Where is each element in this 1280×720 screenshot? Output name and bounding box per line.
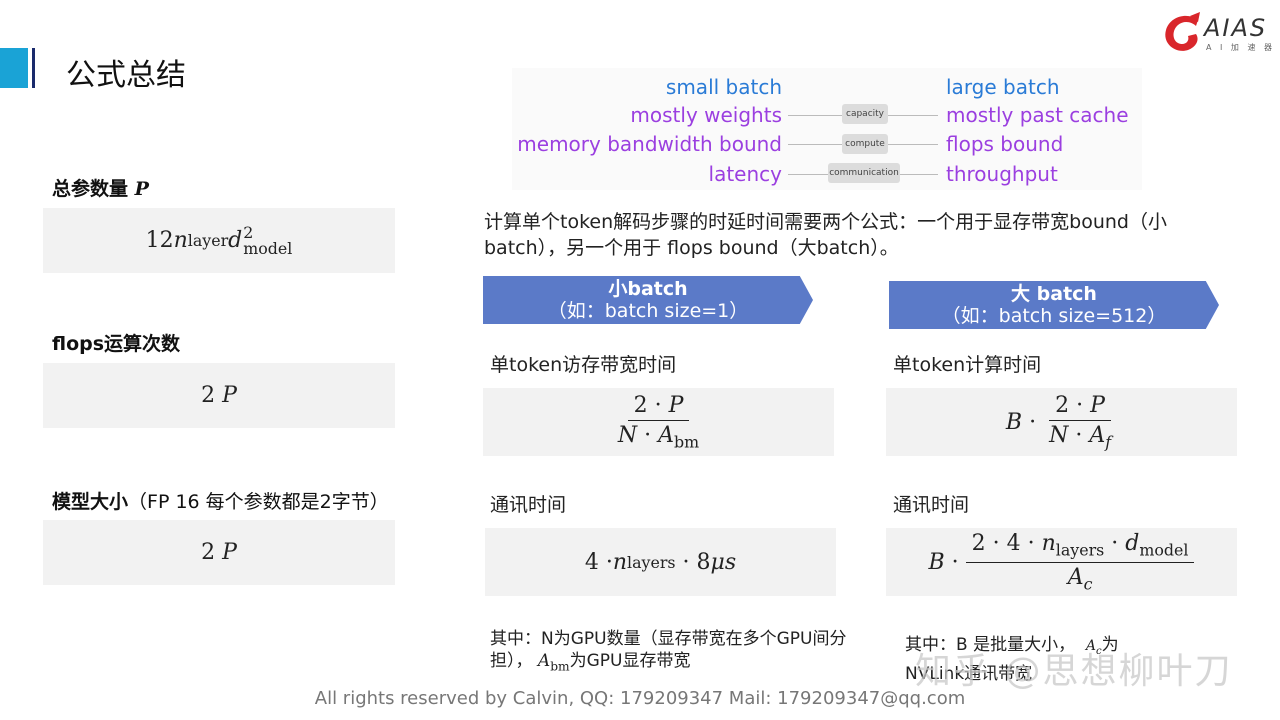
small-batch-note-suffix: 为GPU显存带宽: [569, 651, 691, 671]
large-batch-subtitle: （如：batch size=512）: [941, 305, 1167, 327]
dragon-logo-icon: [1165, 12, 1200, 51]
flops-formula: 2 P: [43, 363, 395, 428]
batch-diagram: [512, 68, 1142, 190]
model-size-label-text: 模型大小: [52, 491, 129, 513]
page-title: 公式总结: [66, 58, 186, 93]
diagram-right-label: flops bound: [946, 132, 1064, 156]
large-batch-time-label: 单token计算时间: [893, 354, 1042, 376]
logo-subtitle: A I 加 速 器: [1206, 43, 1276, 52]
small-batch-banner: 小batch （如：batch size=1）: [483, 276, 813, 324]
large-batch-banner: 大 batch （如：batch size=512）: [889, 281, 1219, 329]
model-size-label: 模型大小（FP 16 每个参数都是2字节）: [52, 487, 389, 514]
model-size-formula: 2 P: [43, 520, 395, 585]
description-text: 计算单个token解码步骤的时延时间需要两个公式：一个用于显存带宽bound（小…: [484, 211, 1167, 259]
diagram-right-label: large batch: [946, 75, 1060, 99]
title-accent-line: [32, 48, 35, 88]
small-batch-note: 其中：N为GPU数量（显存带宽在多个GPU间分担）， Abm为GPU显存带宽: [490, 629, 847, 674]
model-size-note: （FP 16 每个参数都是2字节）: [128, 491, 389, 513]
small-batch-comm-label: 通讯时间: [490, 494, 567, 516]
large-batch-note: 其中：B 是批量大小， Ac为 NVLink通讯带宽: [905, 635, 1119, 684]
large-batch-title: 大 batch: [1011, 283, 1097, 305]
capacity-pill: capacity: [842, 104, 888, 124]
small-batch-time-label: 单token访存带宽时间: [490, 354, 677, 376]
large-batch-note-text2: 为: [1101, 635, 1119, 655]
logo-text: AIAS: [1204, 14, 1268, 42]
large-batch-note-text3: NVLink通讯带宽: [905, 663, 1033, 684]
small-batch-title: 小batch: [608, 278, 688, 300]
communication-pill: communication: [828, 163, 900, 183]
small-batch-note-prefix: 其中：N为GPU数量（显存带宽在多个GPU间分担），: [490, 629, 847, 671]
params-label-text: 总参数量: [52, 178, 129, 200]
params-label: 总参数量 P: [52, 174, 149, 201]
title-accent-bar: [0, 48, 28, 88]
diagram-left-label: mostly weights: [630, 103, 782, 127]
footer: All rights reserved by Calvin, QQ: 17920…: [314, 688, 966, 709]
diagram-right-label: throughput: [946, 162, 1058, 186]
diagram-left-label: small batch: [665, 75, 782, 99]
watermark: 知乎 @思想柳叶刀: [915, 651, 1233, 692]
large-batch-comm-label: 通讯时间: [893, 494, 970, 516]
flops-label: flops运算次数: [52, 333, 181, 355]
small-batch-subtitle: （如：batch size=1）: [547, 300, 749, 322]
compute-pill: compute: [842, 134, 888, 154]
large-batch-note-text: 其中：B 是批量大小，: [905, 635, 1076, 655]
diagram-left-label: latency: [708, 162, 782, 186]
params-var: P: [134, 178, 149, 200]
diagram-right-label: mostly past cache: [946, 103, 1129, 127]
diagram-left-label: memory bandwidth bound: [517, 132, 782, 156]
